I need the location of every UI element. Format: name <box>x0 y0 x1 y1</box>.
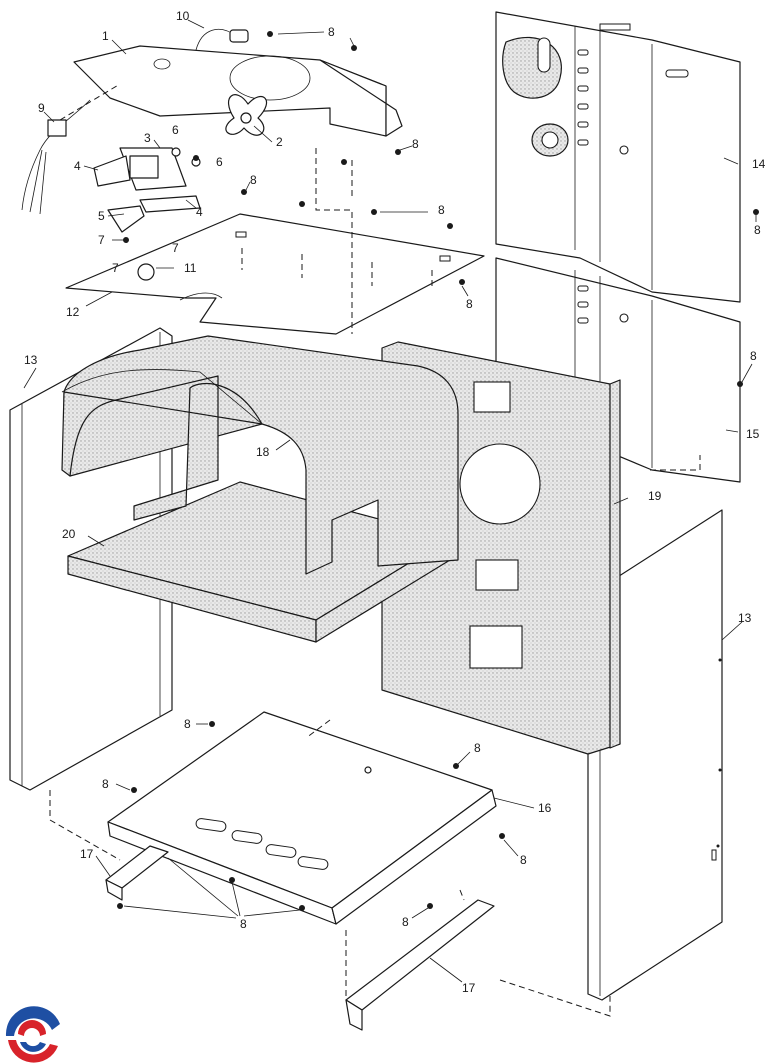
callout-8: 8 <box>184 717 191 731</box>
callout-8: 8 <box>750 349 757 363</box>
callout-10: 10 <box>176 9 190 23</box>
callout-15: 15 <box>746 427 760 441</box>
callout-4: 4 <box>196 205 203 219</box>
fan-blade <box>225 94 268 136</box>
callout-11: 11 <box>184 261 197 275</box>
callout-17: 17 <box>462 981 476 995</box>
callout-8: 8 <box>438 203 445 217</box>
mounting-plate <box>65 213 485 335</box>
callout-8: 8 <box>412 137 419 151</box>
callout-8: 8 <box>474 741 481 755</box>
callout-6: 6 <box>172 123 179 137</box>
callout-8: 8 <box>754 223 761 237</box>
support-rail-right <box>345 889 495 1031</box>
callout-labels: 1 2 3 4 4 5 6 6 7 7 7 8 8 8 8 8 8 8 8 8 … <box>24 9 766 995</box>
cable-assembly <box>21 99 91 215</box>
callout-1: 1 <box>102 29 109 43</box>
callout-6: 6 <box>216 155 223 169</box>
callout-8: 8 <box>466 297 473 311</box>
callout-13: 13 <box>738 611 752 625</box>
callout-8: 8 <box>402 915 409 929</box>
brand-swirl-icon <box>5 1006 60 1063</box>
callout-5: 5 <box>98 209 105 223</box>
callout-18: 18 <box>256 445 270 459</box>
callout-8: 8 <box>250 173 257 187</box>
callout-8: 8 <box>240 917 247 931</box>
base-plate <box>107 711 497 925</box>
callout-14: 14 <box>752 157 766 171</box>
power-cord <box>195 28 249 51</box>
callout-9: 9 <box>38 101 45 115</box>
support-rail-left <box>105 845 169 901</box>
motor-assembly <box>93 147 201 233</box>
fan-housing <box>59 45 403 137</box>
callout-7: 7 <box>98 233 105 247</box>
callout-2: 2 <box>276 135 283 149</box>
callout-8: 8 <box>102 777 109 791</box>
leader-lines <box>23 19 757 983</box>
screw-fasteners <box>117 31 759 911</box>
callout-13: 13 <box>24 353 38 367</box>
callout-7: 7 <box>112 261 119 275</box>
side-panel-right <box>499 509 723 1017</box>
callout-19: 19 <box>648 489 662 503</box>
back-panel-upper <box>495 11 741 303</box>
callout-4: 4 <box>74 159 81 173</box>
callout-3: 3 <box>144 131 151 145</box>
callout-12: 12 <box>66 305 80 319</box>
callout-17: 17 <box>80 847 94 861</box>
floor-insulation <box>67 481 451 643</box>
callout-8: 8 <box>520 853 527 867</box>
callout-16: 16 <box>538 801 552 815</box>
callout-7: 7 <box>172 241 179 255</box>
callout-8: 8 <box>328 25 335 39</box>
callout-20: 20 <box>62 527 76 541</box>
arch-insulation <box>61 335 459 575</box>
